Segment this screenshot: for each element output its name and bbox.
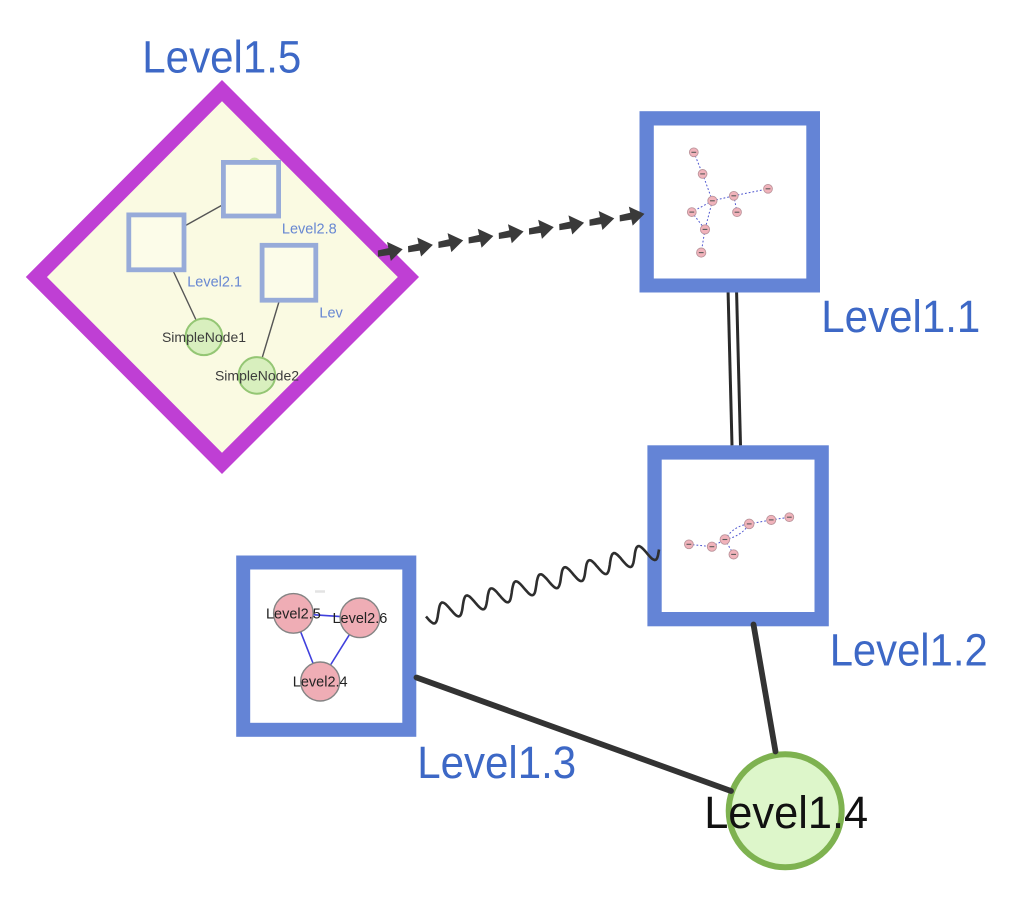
svg-text:Level1.2: Level1.2 xyxy=(830,624,988,675)
svg-text:Level1.1: Level1.1 xyxy=(821,291,980,342)
svg-text:Level1.4: Level1.4 xyxy=(704,787,868,838)
svg-text:Level2.6: Level2.6 xyxy=(332,611,387,627)
svg-text:Level2.5: Level2.5 xyxy=(266,607,321,623)
svg-text:Level2.4: Level2.4 xyxy=(293,675,348,691)
svg-text:Level1.5: Level1.5 xyxy=(142,32,301,83)
svg-text:Level2.8: Level2.8 xyxy=(282,221,337,237)
svg-text:SimpleNode1: SimpleNode1 xyxy=(162,329,246,345)
svg-text:Level1.3: Level1.3 xyxy=(417,737,576,788)
svg-text:Level2.1: Level2.1 xyxy=(187,274,242,290)
svg-text:Lev: Lev xyxy=(319,306,343,322)
svg-text:SimpleNode2: SimpleNode2 xyxy=(215,368,299,384)
